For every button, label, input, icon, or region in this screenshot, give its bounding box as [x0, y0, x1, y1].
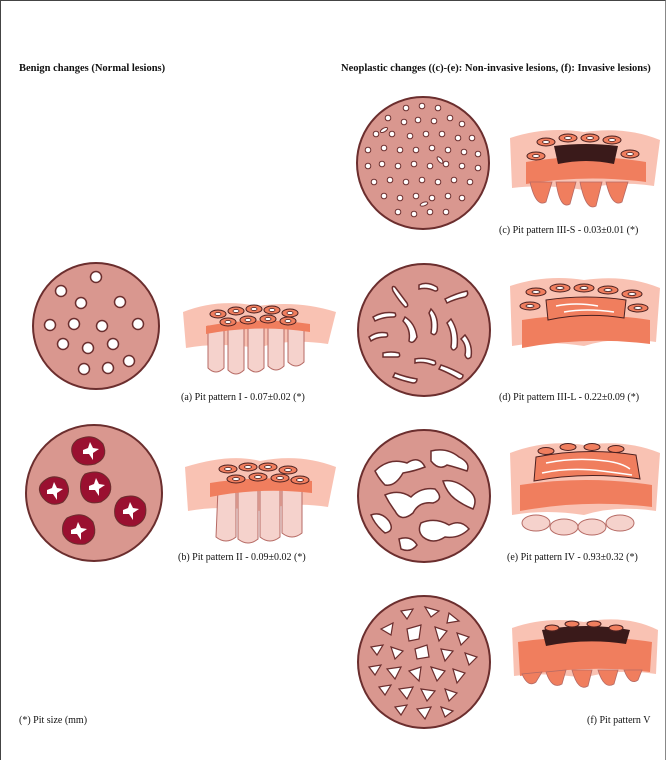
- neoplastic-heading: Neoplastic changes ((c)-(e): Non-invasiv…: [341, 63, 651, 74]
- caption-pit-pattern-i: (a) Pit pattern I - 0.07±0.02 (*): [181, 392, 305, 403]
- caption-pit-pattern-ii: (b) Pit pattern II - 0.09±0.02 (*): [178, 552, 306, 563]
- pit-pattern-i-3d: [178, 286, 338, 378]
- benign-heading: Benign changes (Normal lesions): [19, 63, 165, 74]
- caption-pit-pattern-iv: (e) Pit pattern IV - 0.93±0.32 (*): [507, 552, 638, 563]
- pit-pattern-iii-l-disc: [355, 261, 493, 399]
- pit-pattern-iv-3d: [506, 431, 662, 549]
- pit-pattern-iii-s-3d: [506, 116, 662, 216]
- caption-pit-pattern-v: (f) Pit pattern V: [587, 715, 650, 726]
- caption-pit-pattern-iii-l: (d) Pit pattern III-L - 0.22±0.09 (*): [499, 392, 639, 403]
- pit-pattern-ii-3d: [180, 445, 338, 550]
- pit-pattern-i-disc: [30, 260, 162, 392]
- pit-pattern-v-3d: [506, 602, 662, 702]
- caption-pit-pattern-iii-s: (c) Pit pattern III-S - 0.03±0.01 (*): [499, 225, 638, 236]
- pit-pattern-iii-l-3d: [506, 268, 662, 380]
- pit-pattern-ii-disc: [23, 422, 165, 564]
- pit-pattern-iii-s-disc: [354, 94, 492, 232]
- pit-pattern-iv-disc: [355, 427, 493, 565]
- pit-pattern-v-disc: [355, 593, 493, 731]
- pit-size-footnote: (*) Pit size (mm): [19, 715, 87, 726]
